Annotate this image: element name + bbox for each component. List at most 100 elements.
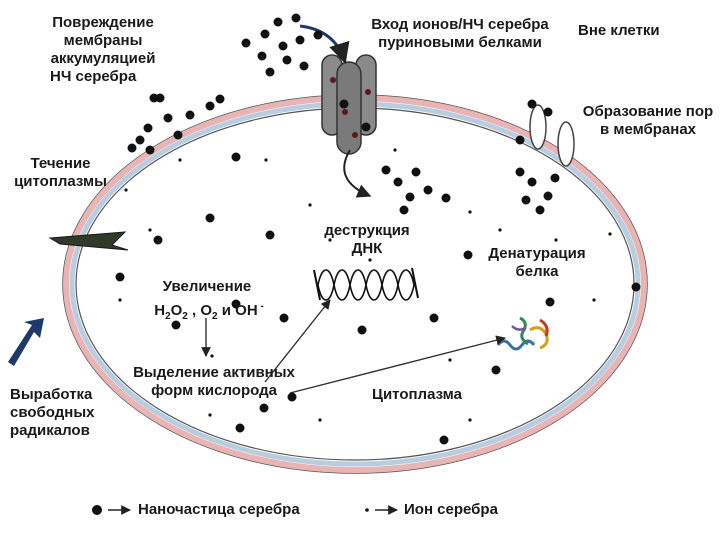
label-protein-denaturation: Денатурация белка — [472, 245, 602, 281]
silver-nanoparticle — [115, 272, 125, 282]
silver-nanoparticle — [361, 122, 371, 132]
silver-ion — [592, 298, 596, 302]
silver-ion — [118, 298, 122, 302]
silver-nanoparticle — [313, 30, 323, 40]
line: в мембранах — [599, 121, 697, 138]
label-pore-formation: Образование пор в мембранах — [578, 103, 718, 139]
silver-nanoparticle — [278, 41, 288, 51]
silver-nanoparticle — [535, 205, 545, 215]
silver-ion — [318, 418, 322, 422]
silver-nanoparticle — [429, 313, 439, 323]
label-formula: H2O2 , O2 и OH - — [144, 298, 274, 326]
silver-ion — [498, 228, 502, 232]
entry-arrow — [299, 24, 350, 65]
silver-nanoparticle — [545, 297, 555, 307]
silver-nanoparticle — [411, 167, 421, 177]
silver-ion — [328, 238, 332, 242]
label-ros-release: Выделение активных форм кислорода — [126, 364, 302, 400]
line: деструкция — [324, 222, 410, 239]
formula-sub: 2 — [165, 311, 171, 322]
label-cytoplasm: Цитоплазма — [372, 386, 462, 403]
silver-nanoparticle — [463, 250, 473, 260]
silver-nanoparticle — [515, 135, 525, 145]
legend-ion-dot — [365, 508, 369, 512]
line: мембраны — [63, 32, 143, 49]
dna-helix — [313, 267, 419, 301]
silver-nanoparticle — [259, 403, 269, 413]
silver-nanoparticle — [163, 113, 173, 123]
silver-ion — [608, 232, 612, 236]
silver-nanoparticle — [339, 99, 349, 109]
legend-nanoparticle-dot — [92, 505, 102, 515]
silver-nanoparticle — [299, 61, 309, 71]
silver-nanoparticle — [235, 423, 245, 433]
silver-ion — [210, 354, 214, 358]
silver-nanoparticle — [527, 177, 537, 187]
line: Денатурация — [488, 245, 586, 262]
label-free-radicals: Выработка свободных радикалов — [10, 386, 120, 440]
silver-nanoparticle — [631, 282, 641, 292]
label-increase: Увеличение — [162, 278, 252, 295]
formula-part: O — [170, 302, 183, 319]
silver-nanoparticle — [149, 93, 159, 103]
silver-ion — [448, 358, 452, 362]
formula-part: , — [187, 302, 201, 319]
channel-down-arrow — [343, 149, 372, 198]
silver-nanoparticle — [287, 392, 297, 402]
silver-nanoparticle — [127, 143, 137, 153]
silver-nanoparticle — [153, 235, 163, 245]
silver-ion — [124, 188, 128, 192]
silver-nanoparticle — [291, 13, 301, 23]
silver-nanoparticle — [273, 17, 283, 27]
silver-nanoparticle — [185, 110, 195, 120]
formula-part: OH — [235, 302, 258, 319]
formula-part: H — [154, 302, 166, 319]
silver-nanoparticle — [205, 101, 215, 111]
line: Выделение активных — [133, 364, 295, 381]
formula-part: и — [217, 302, 236, 319]
silver-nanoparticle — [173, 130, 183, 140]
free-radical-arrow — [8, 318, 44, 366]
legend-ion-label: Ион серебра — [404, 501, 498, 518]
silver-nanoparticle — [515, 167, 525, 177]
silver-nanoparticle — [357, 325, 367, 335]
silver-nanoparticle — [550, 173, 560, 183]
line: Образование пор — [582, 103, 714, 120]
silver-particles — [115, 13, 641, 445]
line: Вход ионов/НЧ серебра — [371, 16, 549, 33]
silver-ion — [368, 258, 372, 262]
silver-nanoparticle — [527, 99, 537, 109]
line: радикалов — [10, 422, 90, 439]
silver-nanoparticle — [282, 55, 292, 65]
formula-sub: 2 — [182, 311, 188, 322]
silver-ion — [264, 158, 268, 162]
silver-nanoparticle — [491, 365, 501, 375]
formula-sub: 2 — [212, 311, 218, 322]
silver-nanoparticle — [423, 185, 433, 195]
line: пуриновыми белками — [378, 34, 542, 51]
silver-ion — [208, 413, 212, 417]
membrane-pores — [529, 104, 575, 167]
purine-channel — [321, 54, 377, 155]
silver-nanoparticle — [543, 191, 553, 201]
silver-ion — [178, 158, 182, 162]
silver-nanoparticle — [265, 67, 275, 77]
line: белка — [515, 263, 559, 280]
silver-ion — [468, 210, 472, 214]
line: свободных — [10, 404, 95, 421]
channel-particle — [330, 77, 336, 83]
silver-nanoparticle — [381, 165, 391, 175]
silver-nanoparticle — [231, 152, 241, 162]
silver-nanoparticle — [135, 135, 145, 145]
channel-particle — [365, 89, 371, 95]
silver-nanoparticle — [145, 145, 155, 155]
formula-part: O — [200, 302, 213, 319]
silver-nanoparticle — [231, 299, 241, 309]
channel-particle — [342, 109, 348, 115]
label-dna-destruction: деструкция ДНК — [312, 222, 422, 258]
silver-nanoparticle — [241, 38, 251, 48]
label-membrane-damage: Повреждение мембраны аккумуляцией НЧ сер… — [28, 14, 178, 86]
silver-nanoparticle — [399, 205, 409, 215]
